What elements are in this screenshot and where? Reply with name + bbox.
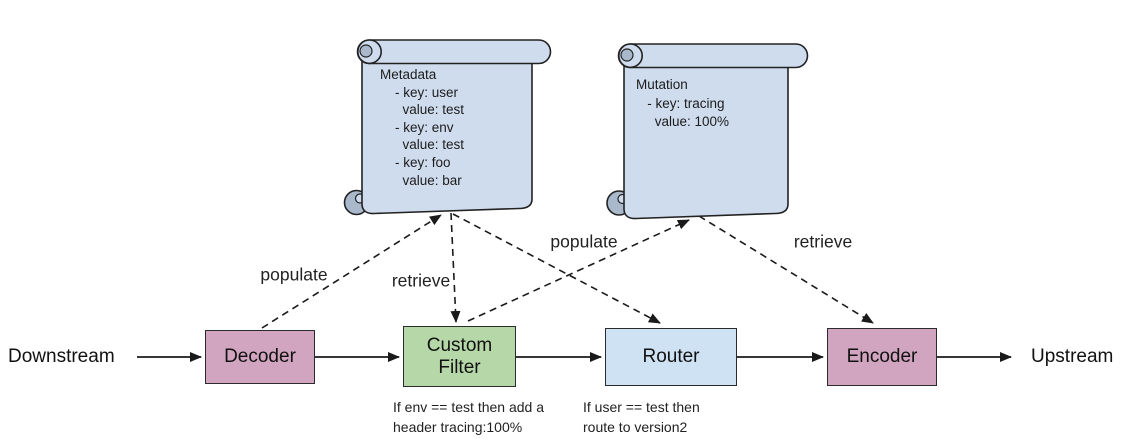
upstream-label: Upstream (1031, 346, 1114, 367)
metadata-scroll-text: Metadata - key: user value: test - key: … (380, 67, 465, 188)
metadata-scroll-body (361, 50, 533, 215)
node-decoder: Decoder (205, 330, 315, 384)
metadata-scroll-roll (356, 39, 552, 65)
custom-filter-caption: If env == test then add a header tracing… (393, 399, 544, 435)
mutation-scroll-top-curl-inner (620, 48, 634, 62)
arrow-custom-filter-populate-mutation (467, 219, 690, 322)
node-decoder-label: Decoder (224, 346, 296, 367)
node-encoder: Encoder (827, 328, 937, 386)
downstream-label: Downstream (8, 346, 115, 367)
edge-label-populate-left: populate (260, 264, 328, 285)
mutation-scroll-roll (617, 43, 809, 69)
arrow-metadata-to-router (452, 213, 661, 324)
node-router: Router (605, 328, 737, 386)
edge-label-retrieve-left: retrieve (391, 270, 451, 291)
node-custom-filter-label: Custom Filter (426, 334, 493, 378)
arrow-mutation-retrieve-encoder (698, 215, 874, 324)
node-encoder-label: Encoder (846, 346, 918, 367)
metadata-scroll-top-curl-inner (359, 44, 373, 58)
dashed-arrows (261, 212, 874, 329)
mutation-scroll-shape (606, 43, 809, 220)
edge-label-populate-right: populate (550, 231, 618, 252)
edge-label-retrieve-right: retrieve (793, 231, 853, 252)
node-router-label: Router (642, 346, 700, 367)
metadata-scroll-shape (343, 39, 552, 216)
mutation-scroll-body (623, 55, 789, 220)
mutation-scroll-text: Mutation - key: tracing value: 100% (636, 77, 730, 129)
node-custom-filter: Custom Filter (403, 326, 516, 387)
arrow-metadata-retrieve-custom-filter (450, 212, 461, 323)
router-caption: If user == test then route to version2 (583, 399, 700, 435)
